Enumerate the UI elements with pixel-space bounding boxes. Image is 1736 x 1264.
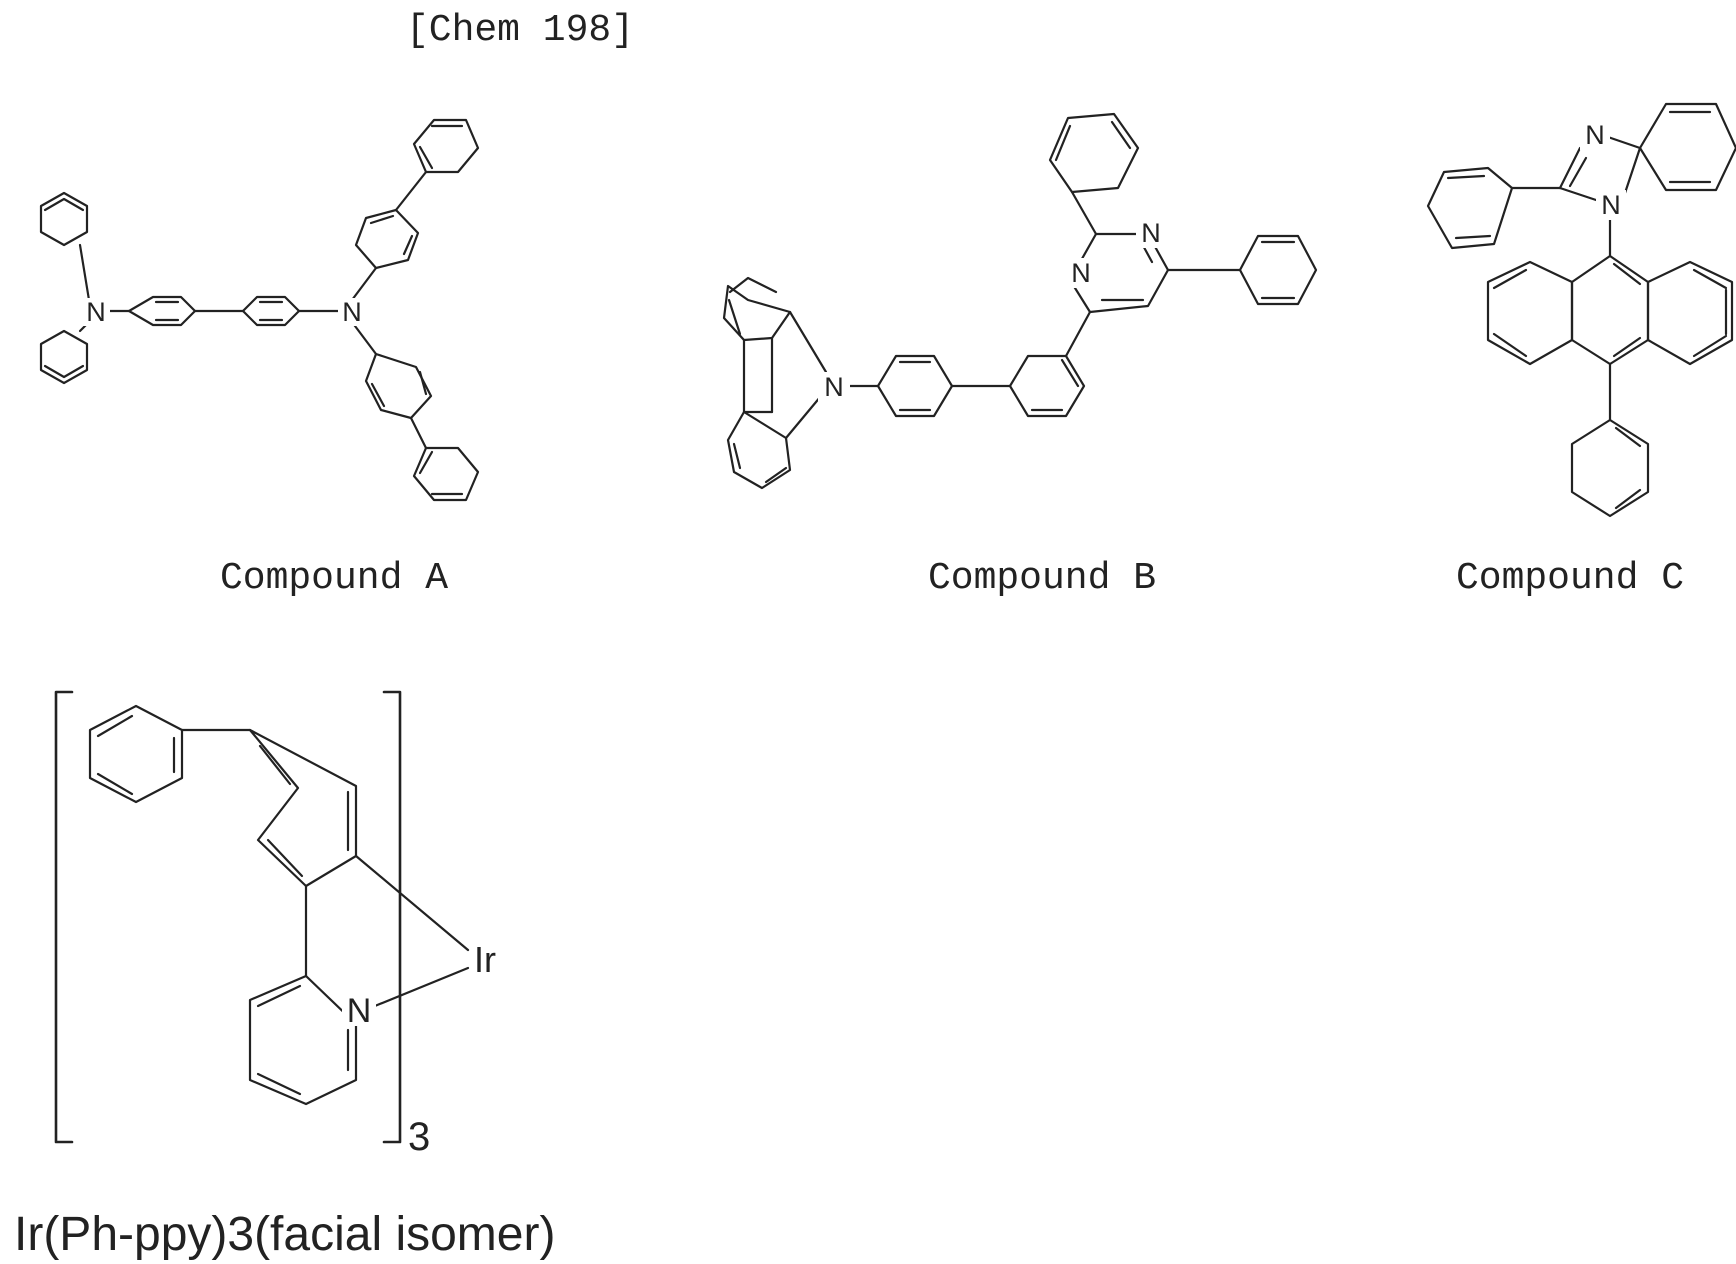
compound-b-atom-n-pyrimidine-1: N <box>1141 218 1161 248</box>
compound-c-structure <box>1428 104 1736 516</box>
ir-complex-atom-n: N <box>347 992 372 1030</box>
compound-a-label: Compound A <box>220 557 448 600</box>
compound-c-label: Compound C <box>1456 557 1684 600</box>
ir-complex-metal-label: Ir <box>474 939 496 980</box>
ir-complex-structure <box>56 692 468 1142</box>
compound-a-atom-n-right: N <box>342 297 362 327</box>
compound-b-atom-n-pyrimidine-2: N <box>1071 258 1091 288</box>
figure-heading: [Chem 198] <box>406 9 634 52</box>
compound-b-structure <box>724 114 1316 488</box>
ir-complex-label: Ir(Ph-ppy)3(facial isomer) <box>14 1208 555 1261</box>
compound-c-atom-n-imine: N <box>1585 120 1605 150</box>
compound-b-atom-n-carbazole: N <box>824 372 844 402</box>
compound-a-atom-n-left: N <box>86 297 106 327</box>
compound-b-label: Compound B <box>928 557 1156 600</box>
compound-c-atom-n-amine: N <box>1601 190 1621 220</box>
ir-complex-subscript: 3 <box>408 1115 430 1159</box>
